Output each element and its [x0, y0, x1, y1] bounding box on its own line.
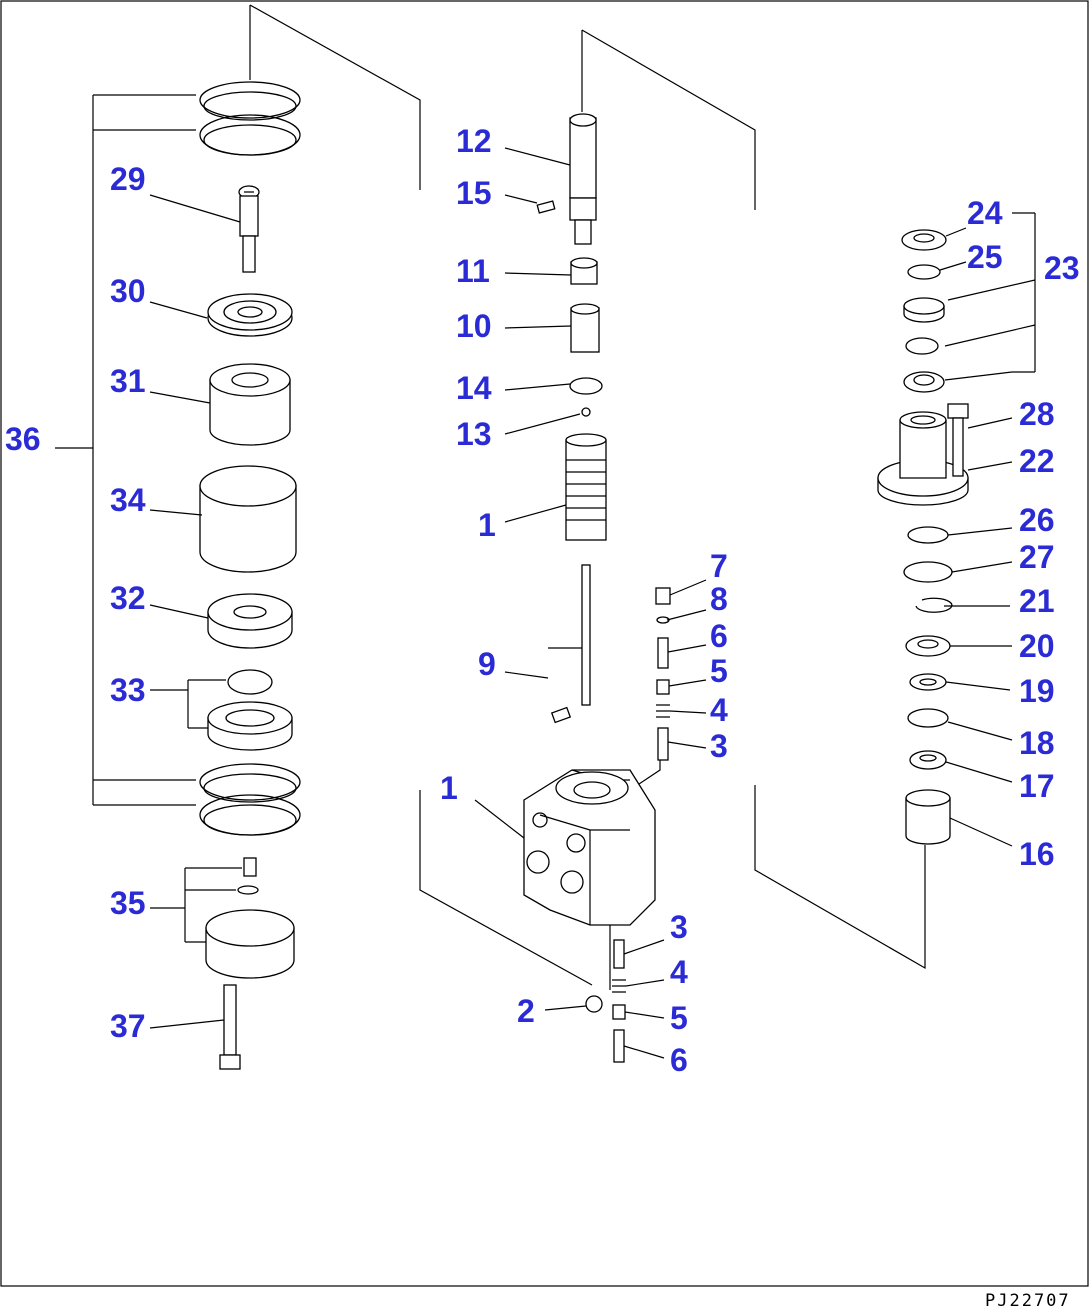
- label-12: 12: [456, 123, 492, 159]
- label-6-bottom: 6: [670, 1042, 688, 1078]
- label-28: 28: [1019, 396, 1055, 432]
- part-20-washer: [905, 635, 1012, 657]
- label-22: 22: [1019, 443, 1055, 479]
- left-assembly: [55, 4, 421, 1070]
- part-25-snap-ring: [907, 261, 967, 280]
- label-27: 27: [1019, 539, 1055, 575]
- label-35: 35: [110, 885, 146, 921]
- part-27-ring: [903, 561, 1013, 583]
- label-36: 36: [5, 421, 41, 457]
- part-15-pin: [504, 194, 556, 214]
- part-28-bolt: [947, 403, 1013, 477]
- label-5-bottom: 5: [670, 1000, 688, 1036]
- label-32: 32: [110, 580, 146, 616]
- part-33-gear-set: [150, 669, 293, 751]
- axis-right-bottom: [754, 785, 926, 970]
- parts-23-set: [903, 297, 945, 393]
- label-29: 29: [110, 161, 146, 197]
- right-assembly: [877, 212, 1036, 847]
- label-14: 14: [456, 370, 492, 406]
- part-16-bushing: [905, 789, 1013, 847]
- axis-center-top: [581, 29, 756, 210]
- drawing-code: PJ22707: [985, 1291, 1071, 1311]
- label-1-body: 1: [440, 770, 458, 806]
- label-16: 16: [1019, 836, 1055, 872]
- part-31-housing: [149, 363, 291, 446]
- label-10: 10: [456, 308, 492, 344]
- label-17: 17: [1019, 768, 1055, 804]
- label-4-bottom: 4: [670, 954, 688, 990]
- label-34: 34: [110, 482, 146, 518]
- part-labels: 36 29 30 31 34 32 33 35 37 12 15 11 10 1…: [5, 123, 1080, 1078]
- part-1-spring-pack: [504, 433, 607, 541]
- part-30-plate: [149, 293, 293, 337]
- part-18-ring: [907, 708, 1013, 741]
- label-4-top: 4: [710, 692, 728, 728]
- part-9-rod: [504, 564, 591, 724]
- axis-center-bottom: [419, 790, 611, 990]
- label-5-top: 5: [710, 653, 728, 689]
- label-21: 21: [1019, 583, 1055, 619]
- label-18: 18: [1019, 725, 1055, 761]
- part-34-sleeve: [149, 465, 297, 573]
- parts-7-to-3-top: [629, 579, 707, 791]
- part-1-valve-body: [474, 769, 656, 926]
- label-25: 25: [967, 239, 1003, 275]
- label-19: 19: [1019, 673, 1055, 709]
- label-2: 2: [517, 993, 535, 1029]
- label-3-bottom: 3: [670, 909, 688, 945]
- label-33: 33: [110, 672, 146, 708]
- part-35-end-cover: [150, 857, 295, 979]
- part-21-snap-ring: [915, 597, 1010, 613]
- part-14-ring: [504, 377, 603, 395]
- part-11-bushing: [504, 257, 598, 285]
- part-12-spool: [504, 113, 597, 245]
- part-32-plate: [149, 593, 293, 649]
- part-24-washer: [901, 227, 967, 251]
- bracket-23: [944, 212, 1036, 381]
- parts-3-to-6-bottom: [544, 939, 665, 1063]
- label-37: 37: [110, 1008, 146, 1044]
- label-8: 8: [710, 581, 728, 617]
- label-13: 13: [456, 416, 492, 452]
- part-10-sleeve: [504, 303, 600, 353]
- label-24: 24: [967, 195, 1003, 231]
- label-9: 9: [478, 646, 496, 682]
- part-29-screw: [149, 185, 260, 273]
- bracket-36: [55, 94, 196, 806]
- label-11: 11: [456, 253, 490, 289]
- part-19-ring: [909, 673, 1011, 691]
- label-23: 23: [1044, 250, 1080, 286]
- part-13-ball: [504, 407, 591, 435]
- label-3-top: 3: [710, 728, 728, 764]
- label-7: 7: [710, 548, 728, 584]
- seal-ring-top: [199, 81, 301, 156]
- part-17-seal: [909, 750, 1013, 783]
- label-26: 26: [1019, 502, 1055, 538]
- seal-ring-bottom: [199, 763, 301, 836]
- part-22-cover: [877, 411, 1013, 506]
- label-31: 31: [110, 363, 146, 399]
- label-6-top: 6: [710, 618, 728, 654]
- axis-left-top: [249, 4, 421, 190]
- part-37-bolt: [149, 984, 241, 1070]
- label-1-spring: 1: [478, 507, 496, 543]
- label-15: 15: [456, 175, 492, 211]
- part-26-washer: [907, 526, 1013, 544]
- label-20: 20: [1019, 628, 1055, 664]
- label-30: 30: [110, 273, 146, 309]
- center-assembly: [419, 29, 926, 1063]
